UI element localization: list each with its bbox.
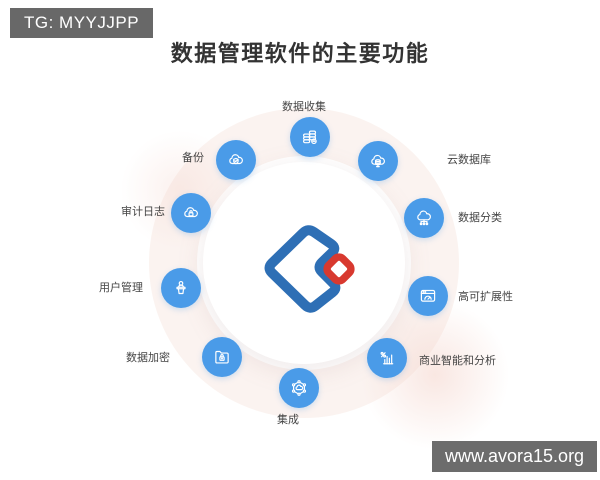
item-label-audit-log: 审计日志 bbox=[121, 206, 165, 218]
center-disc bbox=[203, 162, 405, 364]
diagram-item-data-encryption bbox=[202, 337, 242, 377]
diagram-item-audit-log bbox=[171, 193, 211, 233]
hexagon-network-cloud-icon bbox=[291, 380, 307, 396]
item-label-cloud-database: 云数据库 bbox=[447, 154, 491, 166]
page-title: 数据管理软件的主要功能 bbox=[170, 41, 430, 66]
diagram-item-data-classification bbox=[404, 198, 444, 238]
cloud-lock-icon bbox=[184, 207, 198, 218]
item-label-data-encryption: 数据加密 bbox=[126, 352, 170, 364]
item-label-backup: 备份 bbox=[182, 152, 204, 164]
item-label-user-management: 用户管理 bbox=[99, 282, 143, 294]
logo-red-diamond bbox=[323, 253, 355, 285]
diagram-item-backup bbox=[216, 140, 256, 180]
brand-logo bbox=[264, 225, 355, 313]
diagram-item-data-collection bbox=[290, 117, 330, 157]
cloud-hierarchy-icon bbox=[417, 210, 431, 226]
item-label-scalability: 高可扩展性 bbox=[458, 291, 513, 303]
folder-lock-icon bbox=[215, 350, 229, 364]
telegram-watermark-badge: TG: MYYJJPP bbox=[10, 8, 154, 38]
diagram-item-integration bbox=[279, 368, 319, 408]
cloud-database-icon bbox=[371, 154, 385, 168]
diagram-item-user-management bbox=[161, 268, 201, 308]
bar-chart-percent-icon bbox=[380, 351, 394, 365]
item-label-bi-analytics: 商业智能和分析 bbox=[419, 355, 496, 367]
coin-stacks-icon bbox=[302, 130, 317, 145]
diagram-item-bi-analytics bbox=[367, 338, 407, 378]
diagram-item-scalability bbox=[408, 276, 448, 316]
diagram-item-cloud-database bbox=[358, 141, 398, 181]
item-label-data-classification: 数据分类 bbox=[458, 212, 502, 224]
item-label-data-collection: 数据收集 bbox=[282, 101, 326, 113]
logo-blue-bracket bbox=[264, 225, 341, 313]
website-watermark-badge: www.avora15.org bbox=[432, 441, 598, 472]
window-gauge-icon bbox=[420, 289, 436, 302]
user-lectern-icon bbox=[176, 280, 186, 295]
item-label-integration: 集成 bbox=[277, 414, 299, 426]
cloud-check-icon bbox=[229, 154, 243, 165]
